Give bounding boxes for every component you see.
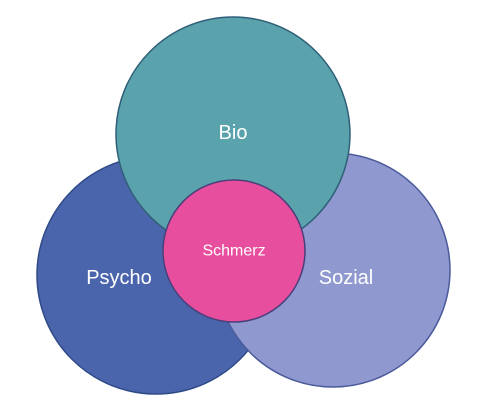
sozial-label: Sozial [319,267,373,289]
bio-label: Bio [219,122,248,144]
psycho-label: Psycho [86,267,152,289]
schmerz-label: Schmerz [202,243,265,260]
schmerz-circle [162,179,306,323]
